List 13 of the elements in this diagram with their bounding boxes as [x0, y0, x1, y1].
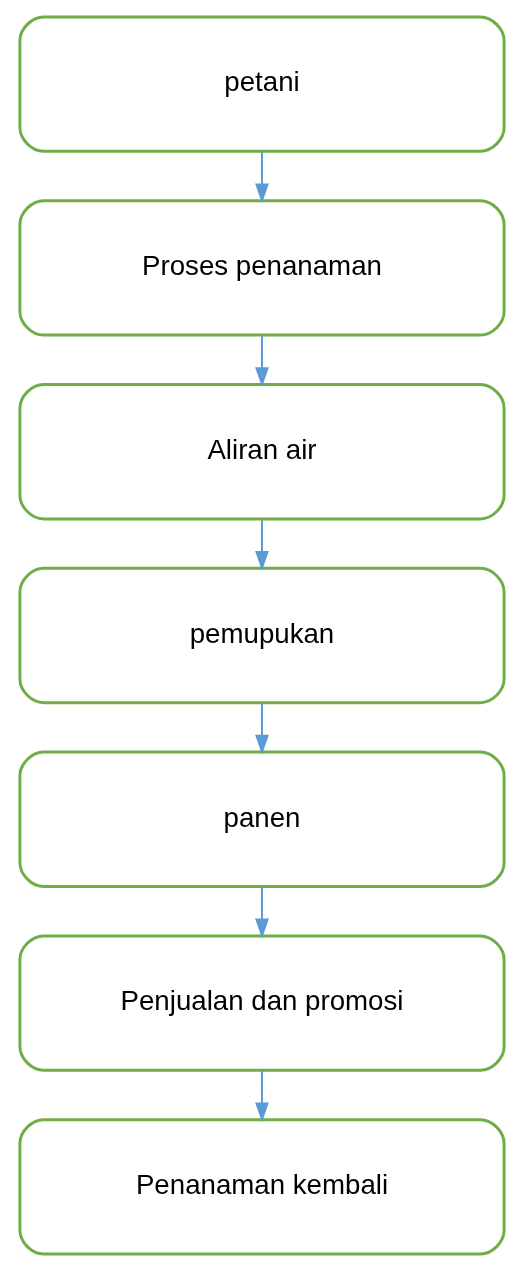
- arrow: [255, 518, 269, 571]
- node-box: pemupukan: [18, 566, 506, 705]
- arrow: [255, 885, 269, 939]
- arrow: [255, 1069, 269, 1123]
- node-box: panen: [18, 750, 506, 888]
- node-box: Penanaman kembali: [18, 1118, 506, 1256]
- arrow: [255, 150, 269, 204]
- arrow: [255, 334, 269, 388]
- node-box: Proses penanaman: [18, 199, 506, 337]
- arrow: [255, 701, 269, 755]
- node-box: Aliran air: [18, 383, 506, 521]
- node-box: petani: [18, 15, 506, 153]
- node-box: Penjualan dan promosi: [18, 934, 506, 1072]
